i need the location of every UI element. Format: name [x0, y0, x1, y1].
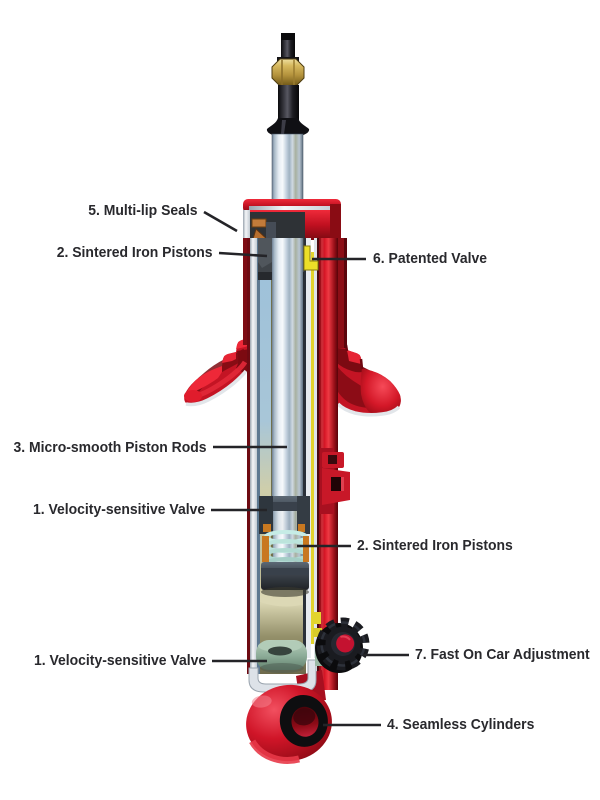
bottom-valve — [256, 640, 307, 673]
spring-perch-right-wing — [329, 332, 401, 417]
eye-mount — [246, 684, 332, 764]
label-patented-valve: 6. Patented Valve — [373, 250, 487, 267]
leader-lines — [203, 210, 409, 727]
label-seamless-cylinders: 4. Seamless Cylinders — [387, 716, 535, 733]
spring-perch-left-wing — [184, 338, 250, 407]
label-sintered-iron-pistons-top: 2. Sintered Iron Pistons — [57, 244, 213, 261]
label-micro-smooth-piston-rods: 3. Micro-smooth Piston Rods — [14, 439, 207, 456]
adjustment-gear — [311, 612, 370, 673]
piston-rod-lower — [272, 238, 303, 498]
bump-collar — [266, 118, 310, 137]
patented-valve — [303, 245, 319, 271]
upper-piston — [259, 496, 310, 534]
upper-rod — [278, 85, 299, 123]
hex-nut — [271, 58, 305, 87]
lower-piston — [261, 562, 309, 597]
label-velocity-sensitive-valve-lower: 1. Velocity-sensitive Valve — [33, 652, 206, 669]
mount-bracket — [320, 448, 350, 514]
label-fast-on-car-adjustment: 7. Fast On Car Adjustment — [415, 646, 590, 663]
label-sintered-iron-pistons-right: 2. Sintered Iron Pistons — [357, 537, 513, 554]
label-velocity-sensitive-valve-upper: 1. Velocity-sensitive Valve — [32, 501, 205, 518]
label-multi-lip-seals: 5. Multi-lip Seals — [88, 202, 198, 219]
